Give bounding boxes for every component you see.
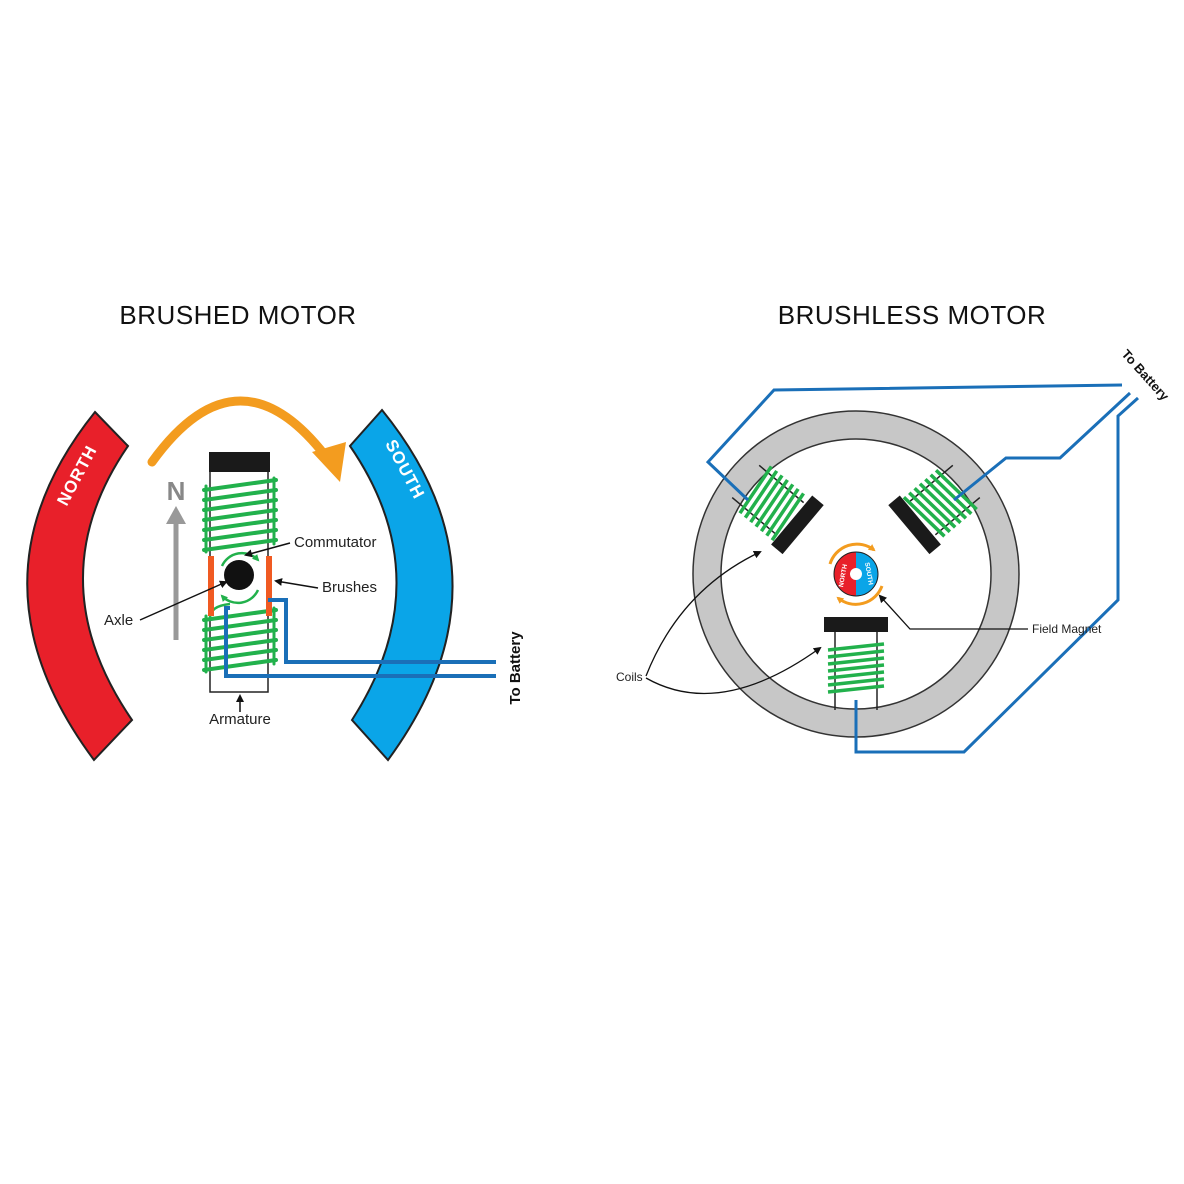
rotation-arrow	[147, 396, 346, 482]
rotor-north-label: NORTH	[838, 563, 849, 587]
rotor-south-label: SOUTH	[863, 562, 874, 586]
brushless-callouts	[645, 550, 1028, 695]
right-brush	[266, 556, 272, 616]
north-magnet: NORTH	[26, 410, 134, 762]
brushed-motor-title: BRUSHED MOTOR	[119, 300, 356, 330]
brushed-motor: BRUSHED MOTOR NORTH SOUTH N	[26, 300, 524, 762]
north-magnet-arc	[26, 410, 134, 762]
axle	[224, 560, 254, 590]
commutator-label: Commutator	[294, 534, 377, 551]
n-letter: N	[167, 476, 186, 506]
armature-label: Armature	[209, 711, 271, 728]
brushless-wires	[705, 383, 1140, 754]
brushed-to-battery-label: To Battery	[507, 631, 524, 705]
upper-coil	[202, 476, 278, 554]
coil-bottom	[824, 617, 888, 710]
brushes-label: Brushes	[322, 579, 377, 596]
field-magnet-label: Field Magnet	[1032, 622, 1102, 636]
field-magnet: NORTH SOUTH	[833, 551, 879, 597]
south-magnet-arc	[348, 408, 454, 762]
armature-top-bar	[209, 452, 270, 472]
axle-label: Axle	[104, 612, 133, 629]
lower-coil	[202, 606, 278, 674]
commutator-rotation-arrows	[208, 551, 260, 619]
coil-upper-left	[731, 464, 824, 555]
rotor-rotation-arrows	[828, 542, 884, 606]
brushless-motor: BRUSHLESS MOTOR	[616, 300, 1173, 754]
coils-label: Coils	[616, 670, 643, 684]
battery-wires	[224, 598, 496, 678]
coil-upper-right	[888, 464, 981, 555]
left-brush	[208, 556, 214, 616]
brushed-callouts	[139, 542, 319, 712]
brushless-motor-title: BRUSHLESS MOTOR	[778, 300, 1047, 330]
north-direction-arrow: N	[166, 476, 186, 640]
